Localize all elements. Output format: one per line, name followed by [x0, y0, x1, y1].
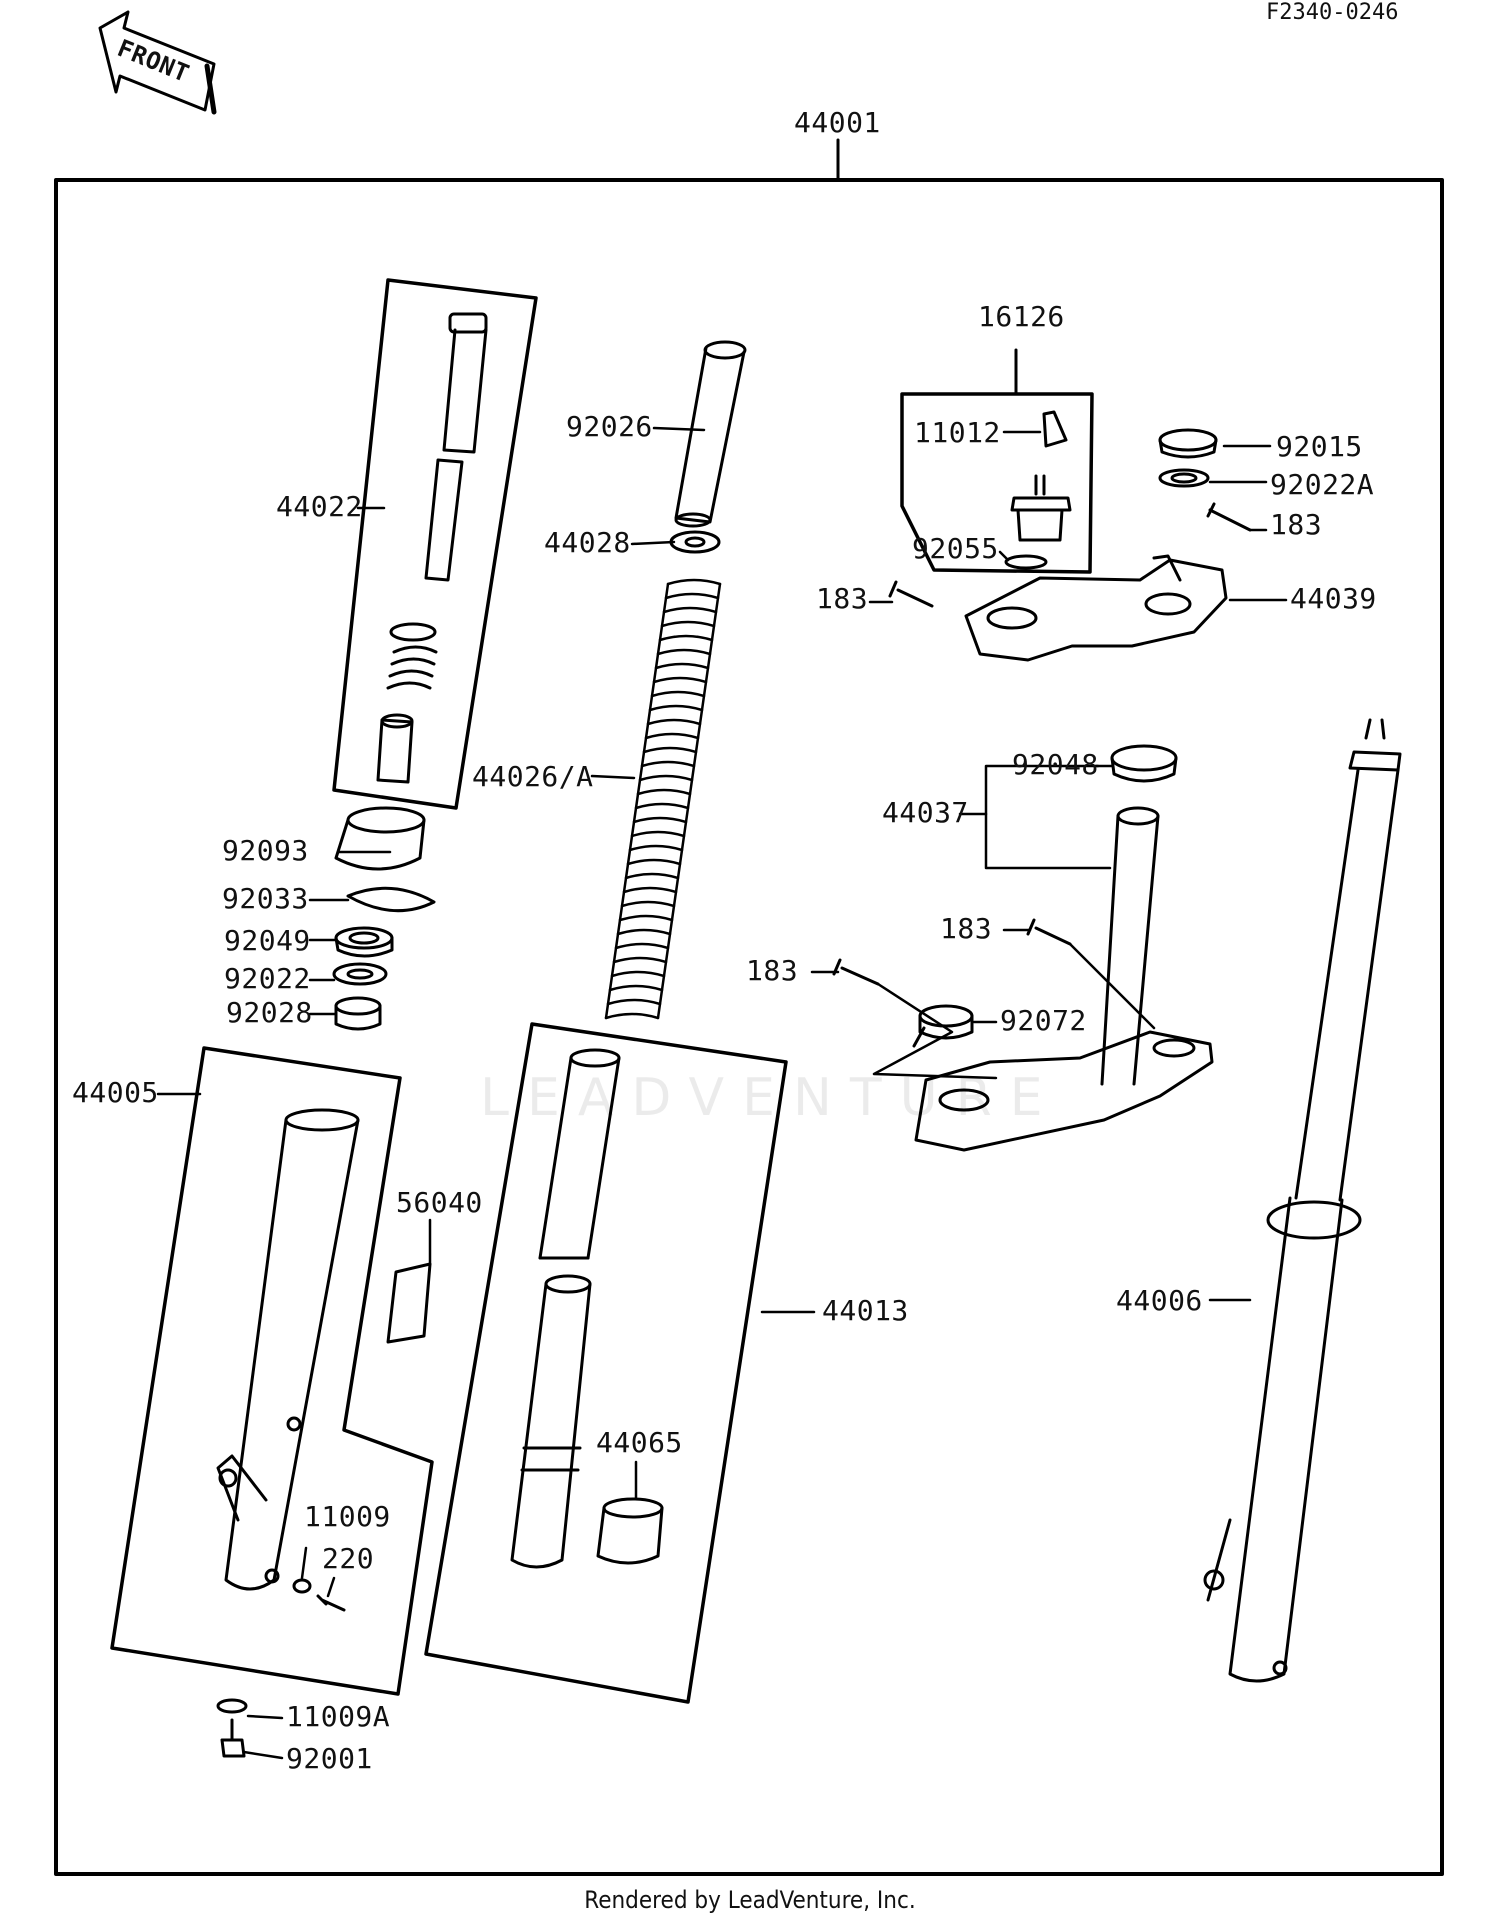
bolt-icon [832, 958, 880, 986]
bolt-icon [316, 1594, 346, 1612]
part-label-11009: 11009 [304, 1500, 391, 1533]
washer-icon [1158, 468, 1210, 488]
footer-credit: Rendered by LeadVenture, Inc. [584, 1886, 916, 1914]
part-label-92049: 92049 [224, 924, 311, 957]
air-valve-icon [1010, 474, 1072, 542]
part-label-56040: 56040 [396, 1186, 483, 1219]
clamp-icon [912, 1004, 974, 1048]
fork-spring-icon [604, 578, 722, 1020]
front-arrow-icon [98, 10, 217, 115]
spacer-tube-icon [674, 340, 747, 528]
part-label-92048: 92048 [1012, 748, 1099, 781]
part-label-44028: 44028 [544, 526, 631, 559]
part-label-92001: 92001 [286, 1742, 373, 1775]
inner-tube-icon [510, 1048, 621, 1569]
gasket-icon [292, 1578, 312, 1594]
part-label-11012: 11012 [914, 416, 1001, 449]
part-label-44037: 44037 [882, 796, 969, 829]
guide-bushing-icon [334, 996, 382, 1031]
part-label-92055: 92055 [912, 532, 999, 565]
damper-rod-kit-box [332, 278, 538, 810]
part-label-183-c: 183 [940, 912, 993, 945]
part-label-92093: 92093 [222, 834, 309, 867]
gasket-icon [216, 1698, 248, 1714]
assembly-frame [54, 178, 1444, 1876]
damper-rod-icon [376, 312, 488, 784]
part-label-92022: 92022 [224, 962, 311, 995]
diagram-reference: F2340-0246 [1266, 0, 1399, 25]
part-label-44006: 44006 [1116, 1284, 1203, 1317]
outer-tube-icon [216, 1108, 360, 1591]
bushing-icon [596, 1497, 664, 1565]
part-label-183-b: 183 [1270, 508, 1323, 541]
nut-icon [1158, 428, 1218, 459]
valve-cap-icon [1042, 410, 1068, 448]
bolt-icon [1026, 918, 1072, 946]
air-valve-kit-box [900, 392, 1094, 574]
watermark: LEADVENTURE [480, 1068, 1061, 1128]
part-label-92015: 92015 [1276, 430, 1363, 463]
bolt-icon [1206, 502, 1252, 532]
part-label-92033: 92033 [222, 882, 309, 915]
assembly-label: 44001 [794, 106, 881, 139]
upper-bracket-icon [964, 554, 1228, 662]
part-label-183-a: 183 [816, 582, 869, 615]
part-label-44022: 44022 [276, 490, 363, 523]
part-label-220: 220 [322, 1542, 375, 1575]
oil-seal-icon [334, 926, 394, 958]
part-label-44065: 44065 [596, 1426, 683, 1459]
decal-icon [386, 1262, 432, 1344]
o-ring-icon [1004, 554, 1048, 570]
leader-lines [156, 426, 1288, 1760]
part-label-11009a: 11009A [286, 1700, 391, 1733]
part-label-44013: 44013 [822, 1294, 909, 1327]
washer-seal-icon [332, 962, 388, 986]
drain-bolt-icon [220, 1718, 246, 1758]
outer-tube-kit-box [110, 1046, 434, 1696]
part-label-16126: 16126 [978, 300, 1065, 333]
part-label-92028: 92028 [226, 996, 313, 1029]
dust-seal-icon [334, 806, 426, 871]
part-label-44026a: 44026/A [472, 760, 594, 793]
part-label-92022a: 92022A [1270, 468, 1375, 501]
retaining-ring-icon [346, 886, 436, 913]
steering-stem-icon [914, 806, 1214, 1152]
bolt-icon [888, 580, 934, 608]
part-label-92072: 92072 [1000, 1004, 1087, 1037]
fork-assembly-icon [1203, 718, 1402, 1683]
inner-tube-kit-box [424, 1022, 788, 1704]
part-label-44039: 44039 [1290, 582, 1377, 615]
part-label-44005: 44005 [72, 1076, 159, 1109]
bearing-icon [1110, 744, 1178, 783]
part-label-92026: 92026 [566, 410, 653, 443]
washer-icon [669, 530, 721, 554]
part-label-183-d: 183 [746, 954, 799, 987]
